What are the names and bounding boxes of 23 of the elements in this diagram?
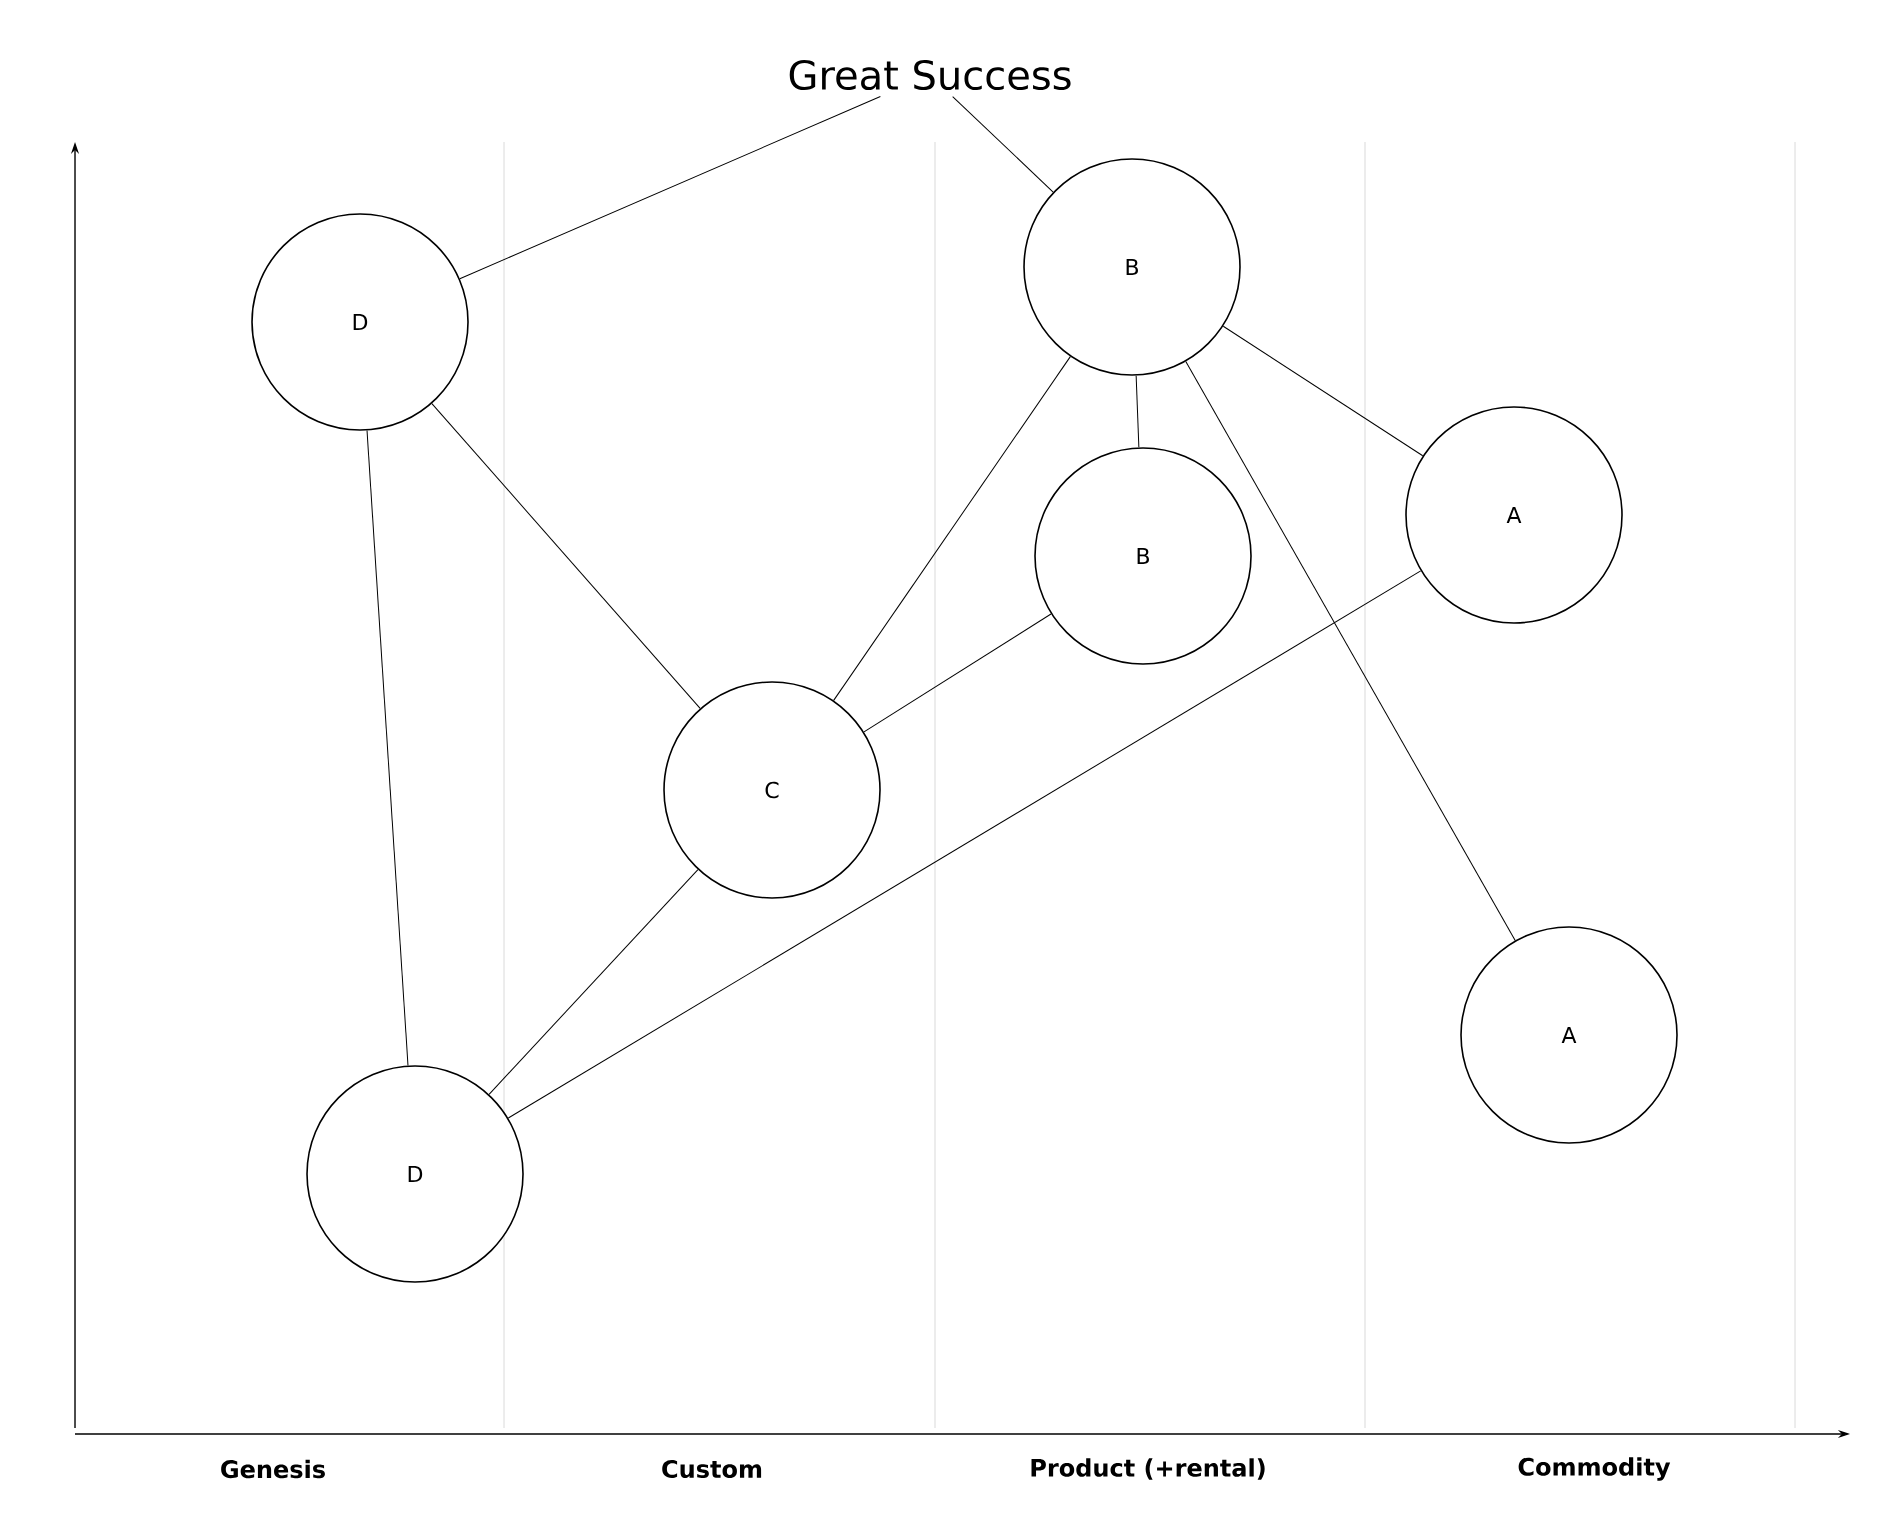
axis-label: Product (+rental) [1031, 1458, 1265, 1480]
connector-line [1135, 375, 1140, 448]
connector-line [1185, 361, 1516, 941]
axis-label: Commodity [1518, 1457, 1671, 1481]
circle-node: A [1405, 406, 1623, 624]
connector-line [459, 96, 881, 280]
circle-node: A [1460, 926, 1678, 1144]
connector-line [507, 570, 1422, 1119]
connector-line [863, 613, 1052, 733]
connector-line [833, 356, 1071, 701]
circle-node: C [663, 681, 881, 899]
circle-node: B [1034, 447, 1252, 665]
connector-line [366, 430, 409, 1066]
circle-node: D [306, 1065, 524, 1283]
circle-node: B [1023, 158, 1241, 376]
connector-line [952, 96, 1054, 193]
connector-line [488, 869, 699, 1095]
connector-line [431, 403, 701, 709]
axis-label: Custom [662, 1459, 762, 1479]
circle-node: D [251, 213, 469, 431]
axis-label: Genesis [221, 1459, 325, 1479]
heading-text: Great Success [789, 59, 1071, 91]
connector-line [1222, 325, 1424, 457]
